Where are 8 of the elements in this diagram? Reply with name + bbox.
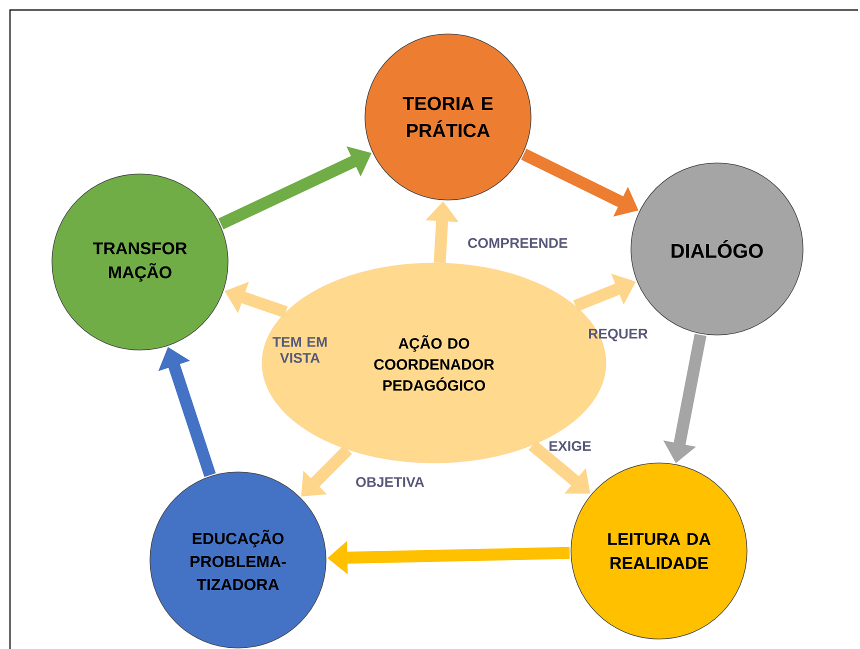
circle-node: EDUCAÇÃO PROBLEMA- TIZADORA: [150, 472, 326, 648]
edge-label: OBJETIVA: [356, 477, 424, 487]
circle-node: LEITURA DA REALIDADE: [570, 462, 748, 640]
edge-label: EXIGE: [550, 441, 591, 451]
circle-node: TRANSFOR MAÇÃO: [52, 174, 228, 350]
edge-label: TEM EM VISTA: [272, 337, 327, 363]
circle-node: TEORIA E PRÁTICA: [364, 34, 532, 200]
edge-label: COMPREENDE: [468, 238, 568, 248]
